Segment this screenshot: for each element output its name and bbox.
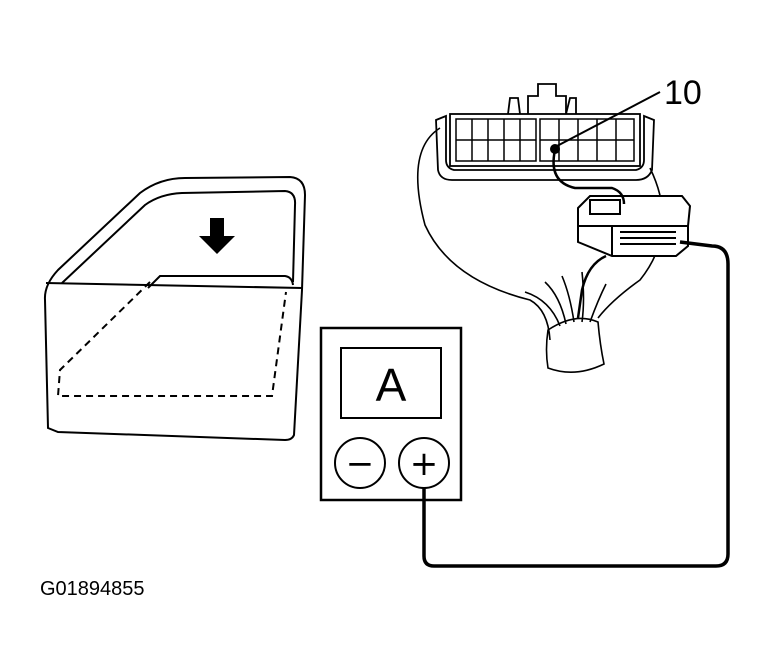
minus-icon: −	[346, 444, 375, 484]
belt-line	[45, 282, 303, 289]
callout-leader	[556, 91, 661, 147]
harness-left-edge	[416, 127, 551, 341]
plus-icon: +	[410, 444, 439, 484]
test-lead	[422, 240, 730, 568]
terminal-cavities	[455, 118, 635, 162]
connector-post-left	[507, 97, 521, 115]
probe-wire	[552, 149, 626, 205]
door	[43, 175, 307, 442]
door-outline	[43, 175, 307, 442]
window-glass-top	[147, 275, 294, 289]
callout-label: 10	[664, 74, 702, 112]
connector	[435, 83, 655, 181]
connector-latch	[527, 83, 567, 114]
negative-terminal	[334, 437, 386, 489]
adapter-bottom	[577, 225, 689, 257]
figure-code: G01894855	[40, 578, 145, 600]
connector-face	[449, 113, 641, 167]
arrow-down-icon	[199, 218, 235, 254]
window-frame	[61, 189, 297, 284]
connector-body	[435, 114, 655, 181]
ammeter-icon: A − +	[319, 326, 463, 502]
window-glass-hidden	[56, 281, 287, 397]
adapter-harness-wire	[576, 254, 607, 319]
harness-sleeve	[545, 317, 605, 373]
probe-adapter	[577, 195, 692, 257]
meter-unit-letter: A	[376, 359, 407, 411]
meter-display	[340, 347, 442, 419]
connector-post-right	[565, 97, 577, 115]
